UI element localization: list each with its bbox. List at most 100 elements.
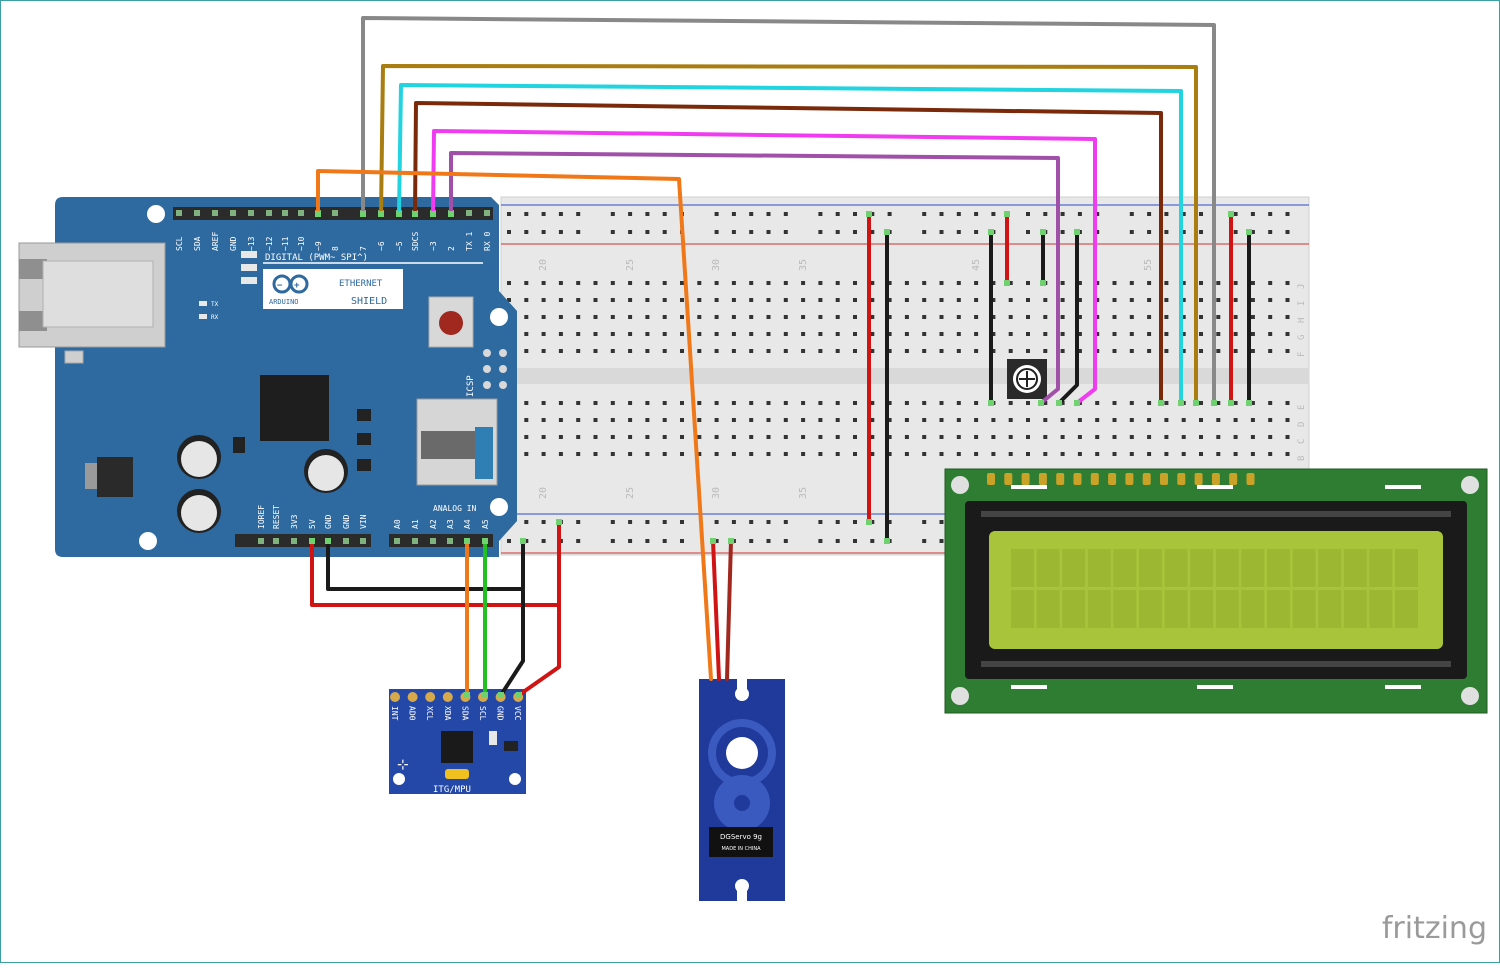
breadboard-hole xyxy=(991,298,996,302)
mpu-pin-label: AD0 xyxy=(408,706,417,721)
breadboard-hole xyxy=(610,452,615,456)
breadboard-hole xyxy=(1077,418,1082,422)
capacitor xyxy=(177,435,221,479)
breadboard-hole xyxy=(662,418,667,422)
breadboard-hole xyxy=(1095,401,1100,405)
breadboard-hole xyxy=(628,418,633,422)
breadboard-hole xyxy=(558,315,563,319)
breadboard-hole xyxy=(1095,349,1100,353)
breadboard-hole xyxy=(1250,452,1255,456)
breadboard-hole xyxy=(1147,452,1152,456)
mounting-hole xyxy=(951,476,969,494)
breadboard-hole xyxy=(1199,349,1203,353)
breadboard-hole xyxy=(714,349,719,353)
breadboard-hole xyxy=(680,349,684,353)
breadboard-hole xyxy=(1043,298,1048,302)
rail-hole xyxy=(766,230,771,234)
breadboard-hole xyxy=(697,349,702,353)
breadboard-hole xyxy=(558,401,563,405)
breadboard-hole xyxy=(801,435,806,439)
wire-end xyxy=(1074,400,1080,406)
breadboard-hole xyxy=(610,281,615,285)
lcd-pin xyxy=(1177,473,1186,485)
breadboard-hole xyxy=(991,435,996,439)
lcd-cell xyxy=(1036,549,1060,587)
breadboard-hole xyxy=(853,298,857,302)
breadboard-hole xyxy=(818,349,823,353)
breadboard-hole xyxy=(991,452,996,456)
wire-end xyxy=(728,538,734,544)
wire-end xyxy=(1004,211,1010,217)
potentiometer[interactable] xyxy=(1007,359,1047,399)
wire-end xyxy=(1074,229,1080,235)
breadboard-hole xyxy=(645,349,650,353)
header-pin xyxy=(412,538,418,544)
breadboard-hole xyxy=(835,401,840,405)
lcd-cell xyxy=(1036,590,1060,628)
digital-pin-label: SDCS xyxy=(411,232,420,251)
rail-hole xyxy=(680,539,684,543)
breadboard-hole xyxy=(1129,401,1134,405)
rx-label: RX xyxy=(211,314,219,321)
breadboard-hole xyxy=(1095,281,1100,285)
breadboard-hole xyxy=(801,401,806,405)
rail-hole xyxy=(853,539,857,543)
breadboard-hole xyxy=(783,281,788,285)
breadboard-hole xyxy=(870,349,875,353)
rail-hole xyxy=(783,212,788,216)
row-letter: B xyxy=(1297,456,1307,461)
mpu-pin xyxy=(407,692,418,702)
rail-hole xyxy=(939,230,944,234)
breadboard-hole xyxy=(645,418,650,422)
wire-end xyxy=(884,229,890,235)
breadboard-hole xyxy=(680,418,684,422)
wire-end xyxy=(988,400,994,406)
breadboard-hole xyxy=(1060,401,1065,405)
breadboard-hole xyxy=(680,452,684,456)
breadboard-hole xyxy=(731,281,736,285)
rail-hole xyxy=(853,212,857,216)
rail-hole xyxy=(1026,230,1030,234)
breadboard-hole xyxy=(1008,332,1013,336)
rail-hole xyxy=(870,539,875,543)
breadboard-hole xyxy=(1164,315,1169,319)
rail-hole xyxy=(991,212,996,216)
breadboard-hole xyxy=(1268,332,1273,336)
rail-hole xyxy=(870,230,875,234)
breadboard-hole xyxy=(835,315,840,319)
breadboard-hole xyxy=(1112,315,1117,319)
analog-pin-label: A4 xyxy=(463,519,472,529)
breadboard-hole xyxy=(714,281,719,285)
rail-hole xyxy=(1199,212,1203,216)
lcd-pin xyxy=(1004,473,1013,485)
lcd-cell xyxy=(1164,590,1188,628)
smd-component xyxy=(357,409,371,421)
lcd-header-pins xyxy=(987,473,1255,485)
breadboard-hole xyxy=(783,401,788,405)
rail-hole xyxy=(766,212,771,216)
breadboard-hole xyxy=(645,298,650,302)
wire-end xyxy=(396,211,402,217)
breadboard-hole xyxy=(1233,349,1238,353)
wire-gray xyxy=(361,16,1216,405)
wire-end xyxy=(884,538,890,544)
breadboard-hole xyxy=(1250,401,1255,405)
breadboard-hole xyxy=(1129,298,1134,302)
wire-end xyxy=(1246,229,1252,235)
breadboard-hole xyxy=(766,298,771,302)
breadboard-hole xyxy=(1268,401,1273,405)
header-pin xyxy=(298,210,304,216)
servo-motor[interactable]: DGServo 9g MADE IN CHINA xyxy=(699,679,785,901)
rail-hole xyxy=(939,539,944,543)
wire-end xyxy=(309,538,315,544)
digital-pin-label: GND xyxy=(229,236,238,251)
reset-button[interactable] xyxy=(428,296,474,348)
wire-end xyxy=(464,538,470,544)
lcd-cell xyxy=(1190,590,1214,628)
breadboard-hole xyxy=(1077,332,1082,336)
breadboard-hole xyxy=(593,452,598,456)
breadboard-hole xyxy=(524,315,529,319)
rail-hole xyxy=(731,230,736,234)
rail-hole xyxy=(835,212,840,216)
breadboard-hole xyxy=(1060,298,1065,302)
